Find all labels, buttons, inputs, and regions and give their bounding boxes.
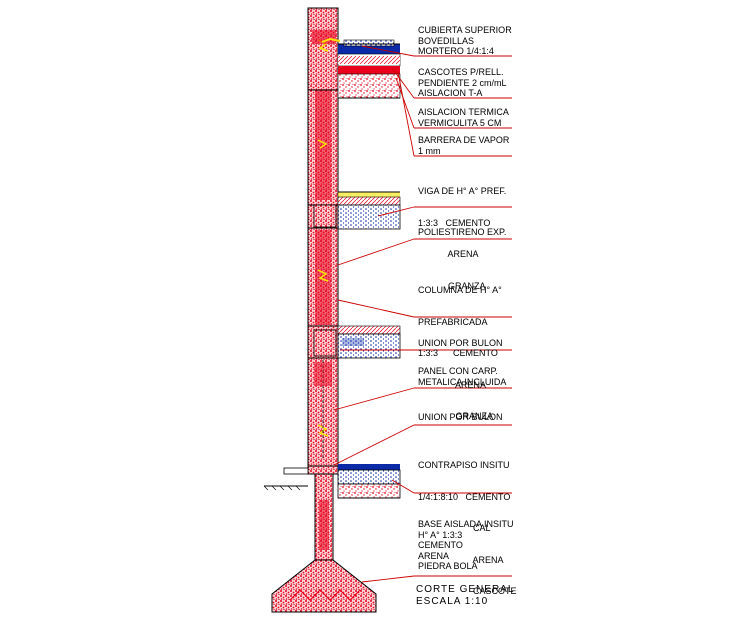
note-viga-line: ARENA [418, 249, 479, 259]
note-base-line: ARENA [418, 550, 450, 561]
drawing-title: CORTE GENERAL ESCALA 1:10 [416, 584, 514, 608]
note-cascotes-line: PENDIENTE 2 cm/mL [418, 77, 507, 88]
slab-2 [313, 325, 401, 359]
slab-1 [313, 191, 401, 230]
note-union-2-line: UNION POR BULON [418, 412, 503, 422]
note-columna-line: PREFABRICADA [418, 316, 488, 327]
note-cubierta-line: CUBIERTA SUPERIOR [418, 25, 512, 35]
note-union-1-line: UNION POR BULON [418, 338, 503, 348]
note-aislacion: AISLACION TERMICA VERMICULITA 5 CM [418, 107, 509, 128]
note-contrapiso-line: CAL [418, 523, 491, 533]
note-aislacion-line: AISLACION TERMICA [418, 107, 509, 117]
note-columna-line: ARENA [418, 379, 487, 390]
note-cubierta-line: BOVEDILLAS [418, 35, 475, 46]
note-barrera: BARRERA DE VAPOR 1 mm [418, 135, 509, 156]
note-cubierta: CUBIERTA SUPERIOR BOVEDILLAS MORTERO 1/4… [418, 25, 512, 57]
note-contrapiso: CONTRAPISO INSITU 1/4:1:8:10 CEMENTO CAL… [418, 439, 517, 607]
note-panel-line: PANEL CON CARP. [418, 366, 498, 376]
note-contrapiso-line: ARENA [418, 554, 504, 565]
note-base-line: CEMENTO [418, 540, 463, 550]
note-cascotes-line: CASCOTES P/RELL. [418, 67, 504, 77]
note-viga-line: VIGA DE H° A° PREF. [418, 186, 507, 196]
note-union-1: UNION POR BULON [418, 338, 503, 349]
note-poliestireno-line: POLIESTIRENO EXP. [418, 227, 507, 237]
drawing-title-scale: ESCALA 1:10 [416, 596, 489, 607]
note-barrera-line: 1 mm [418, 145, 441, 156]
floor-slab [263, 464, 401, 499]
note-viga-line: GRANZA [418, 280, 486, 291]
footing [271, 473, 377, 613]
note-barrera-line: BARRERA DE VAPOR [418, 135, 510, 145]
note-contrapiso-line: CONTRAPISO INSITU [418, 460, 510, 470]
note-columna-line: GRANZA [418, 411, 494, 421]
note-base-line: BASE AISLADA INSITU [418, 519, 514, 529]
note-viga: VIGA DE H° A° PREF. 1:3:3 CEMENTO ARENA … [418, 165, 506, 302]
leader-lines [333, 45, 512, 583]
column [307, 7, 339, 475]
roof [312, 30, 401, 99]
note-aislacion-line: VERMICULITA 5 CM [418, 117, 502, 128]
note-contrapiso-line: CASCOTE [418, 586, 517, 596]
note-base-line: H° A° 1:3:3 [418, 529, 463, 540]
note-contrapiso-line: 1/4:1:8:10 CEMENTO [418, 491, 511, 502]
note-poliestireno: POLIESTIRENO EXP. [418, 227, 506, 238]
note-panel-line: METALICA INCLUIDA [418, 376, 507, 387]
note-columna: COLUMNA DE H° A° PREFABRICADA 1:3:3 CEME… [418, 264, 502, 432]
note-base: BASE AISLADA INSITU H° A° 1:3:3 CEMENTO … [418, 519, 514, 572]
note-cascotes: CASCOTES P/RELL. PENDIENTE 2 cm/mL AISLA… [418, 67, 507, 99]
note-union-2: UNION POR BULON [418, 412, 503, 423]
note-columna-line: COLUMNA DE H° A° [418, 285, 502, 295]
note-viga-line: 1:3:3 CEMENTO [418, 217, 491, 228]
drawing-title-main: CORTE GENERAL [416, 584, 515, 595]
note-cubierta-line: MORTERO 1/4:1:4 [418, 46, 494, 56]
note-base-line: PIEDRA BOLA [418, 561, 478, 571]
note-cascotes-line: AISLACION T-A [418, 88, 483, 98]
note-panel: PANEL CON CARP. METALICA INCLUIDA [418, 366, 506, 387]
note-columna-line: 1:3:3 CEMENTO [418, 348, 498, 358]
